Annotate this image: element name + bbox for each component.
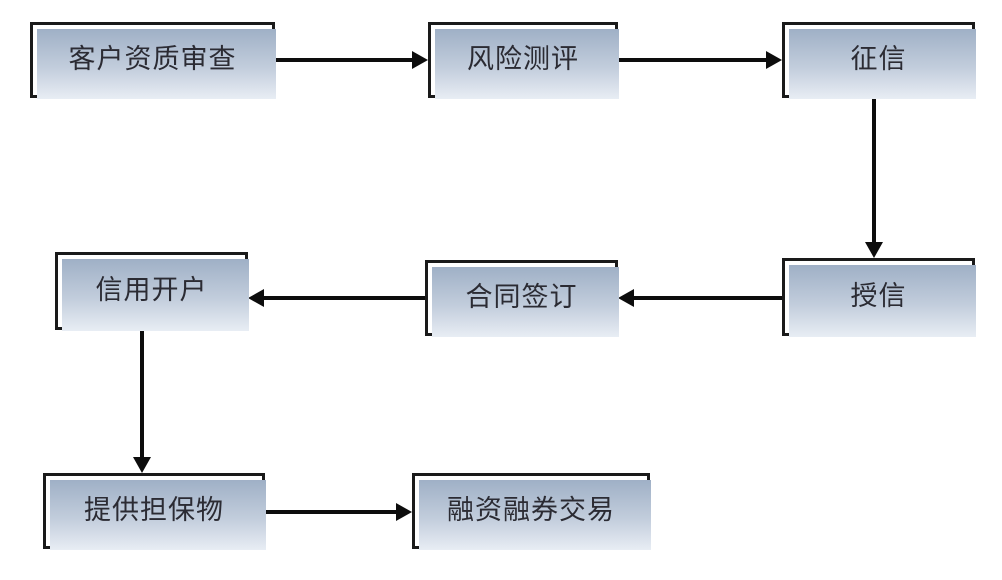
arrowhead-right-icon (412, 51, 428, 69)
arrowhead-left-icon (618, 289, 634, 307)
edge-credit-account-opening-to-provide-collateral (133, 330, 158, 475)
node-risk-assessment[interactable]: 风险测评 (428, 22, 619, 99)
edge-shaft (140, 330, 144, 459)
edge-risk-assessment-to-credit-reporting (618, 51, 782, 76)
arrowhead-left-icon (248, 289, 264, 307)
node-label: 信用开户 (95, 274, 208, 305)
node-label: 合同签订 (465, 281, 578, 312)
node-credit-reporting[interactable]: 征信 (782, 22, 976, 99)
node-label: 授信 (850, 280, 907, 311)
node-label: 提供担保物 (84, 494, 224, 525)
arrowhead-down-icon (133, 457, 151, 473)
edge-credit-reporting-to-credit-granting (865, 98, 890, 258)
edge-shaft (263, 296, 425, 300)
node-customer-qualification-review[interactable]: 客户资质审查 (30, 22, 276, 99)
node-label: 融资融券交易 (447, 494, 615, 525)
edge-shaft (265, 510, 397, 514)
node-margin-trading[interactable]: 融资融券交易 (412, 473, 651, 550)
arrowhead-down-icon (865, 242, 883, 258)
node-credit-account-opening[interactable]: 信用开户 (55, 252, 249, 331)
edge-shaft (872, 98, 876, 244)
node-label: 客户资质审查 (68, 43, 237, 74)
edge-shaft (275, 58, 413, 62)
edge-customer-qualification-review-to-risk-assessment (275, 51, 428, 76)
node-contract-signing[interactable]: 合同签订 (425, 260, 619, 337)
arrowhead-right-icon (766, 51, 782, 69)
edge-credit-granting-to-contract-signing (618, 289, 782, 314)
node-label: 征信 (850, 43, 907, 74)
edge-provide-collateral-to-margin-trading (265, 503, 412, 528)
arrowhead-right-icon (396, 503, 412, 521)
edge-shaft (618, 58, 767, 62)
node-provide-collateral[interactable]: 提供担保物 (43, 473, 266, 550)
node-label: 风险测评 (467, 43, 579, 74)
edge-contract-signing-to-credit-account-opening (248, 289, 425, 314)
node-credit-granting[interactable]: 授信 (782, 258, 976, 337)
edge-shaft (633, 296, 782, 300)
